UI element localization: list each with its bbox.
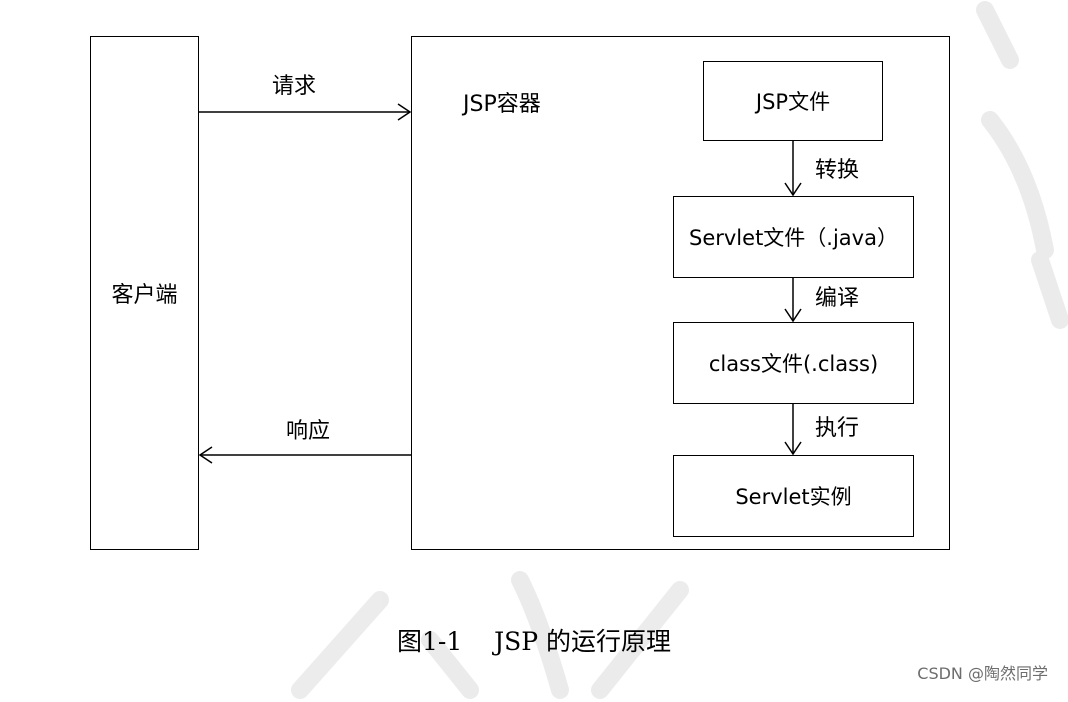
step-label-jsp-file: JSP文件 bbox=[755, 90, 831, 114]
transition-label-convert: 转换 bbox=[815, 158, 860, 183]
transition-label-execute: 执行 bbox=[815, 416, 860, 441]
step-label-servlet-instance: Servlet实例 bbox=[735, 485, 852, 509]
convert-arrow bbox=[784, 141, 802, 197]
csdn-credit: CSDN @陶然同学 bbox=[917, 664, 1048, 683]
request-arrow bbox=[199, 103, 412, 121]
step-label-servlet-file: Servlet文件（.java） bbox=[689, 226, 898, 250]
step-box-servlet-file: Servlet文件（.java） bbox=[673, 196, 914, 278]
figure-caption: 图1-1 JSP 的运行原理 bbox=[0, 622, 1068, 658]
response-label: 响应 bbox=[286, 419, 331, 444]
response-arrow bbox=[198, 446, 411, 464]
execute-arrow bbox=[784, 404, 802, 456]
figure-title: JSP 的运行原理 bbox=[494, 627, 671, 656]
jsp-container-label: JSP容器 bbox=[463, 92, 541, 117]
step-label-class-file: class文件(.class) bbox=[708, 352, 879, 376]
step-box-servlet-instance: Servlet实例 bbox=[673, 455, 914, 537]
step-box-class-file: class文件(.class) bbox=[673, 322, 914, 404]
request-label: 请求 bbox=[272, 74, 317, 99]
transition-label-compile: 编译 bbox=[815, 286, 860, 311]
caption-gap bbox=[462, 627, 494, 656]
compile-arrow bbox=[784, 278, 802, 323]
step-box-jsp-file: JSP文件 bbox=[703, 61, 883, 141]
client-box: 客户端 bbox=[90, 36, 199, 550]
client-label: 客户端 bbox=[111, 283, 178, 308]
jsp-container-box bbox=[411, 36, 950, 550]
figure-number: 图1-1 bbox=[397, 627, 463, 656]
